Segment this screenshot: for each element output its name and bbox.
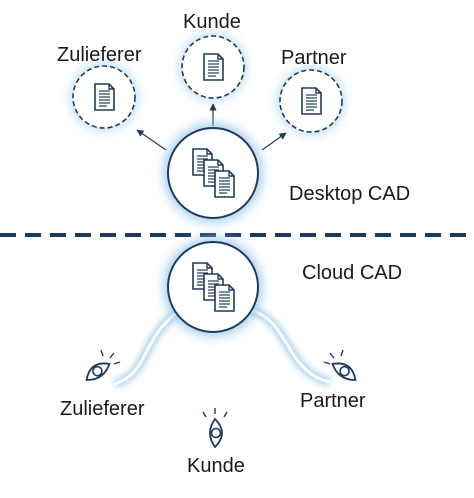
arrow-to-zulieferer xyxy=(136,129,167,151)
desktop-cad-label: Desktop CAD xyxy=(289,183,411,205)
document-icon xyxy=(301,87,322,115)
recipient-node-kunde xyxy=(179,33,247,101)
recipient-label-zulieferer: Zulieferer xyxy=(57,44,142,66)
desktop-central-node xyxy=(163,123,263,223)
viewer-label-zulieferer: Zulieferer xyxy=(60,398,145,420)
arrow-to-partner xyxy=(261,132,287,151)
viewer-label-kunde: Kunde xyxy=(187,455,245,477)
recipient-label-kunde: Kunde xyxy=(183,11,241,33)
viewer-label-partner: Partner xyxy=(300,390,366,412)
recipient-node-zulieferer xyxy=(70,63,138,131)
recipient-node-partner xyxy=(277,67,345,135)
cloud-cad-label: Cloud CAD xyxy=(302,262,403,284)
eye-icon xyxy=(81,357,114,386)
eye-icon xyxy=(209,418,223,448)
recipient-label-partner: Partner xyxy=(281,47,347,69)
eye-rays-left xyxy=(100,349,121,365)
eye-rays-right xyxy=(323,349,344,365)
document-icon xyxy=(94,83,115,111)
eye-icon xyxy=(328,357,361,386)
eye-rays-center xyxy=(202,408,228,418)
cloud-central-node xyxy=(163,237,263,337)
document-icon xyxy=(203,53,224,81)
